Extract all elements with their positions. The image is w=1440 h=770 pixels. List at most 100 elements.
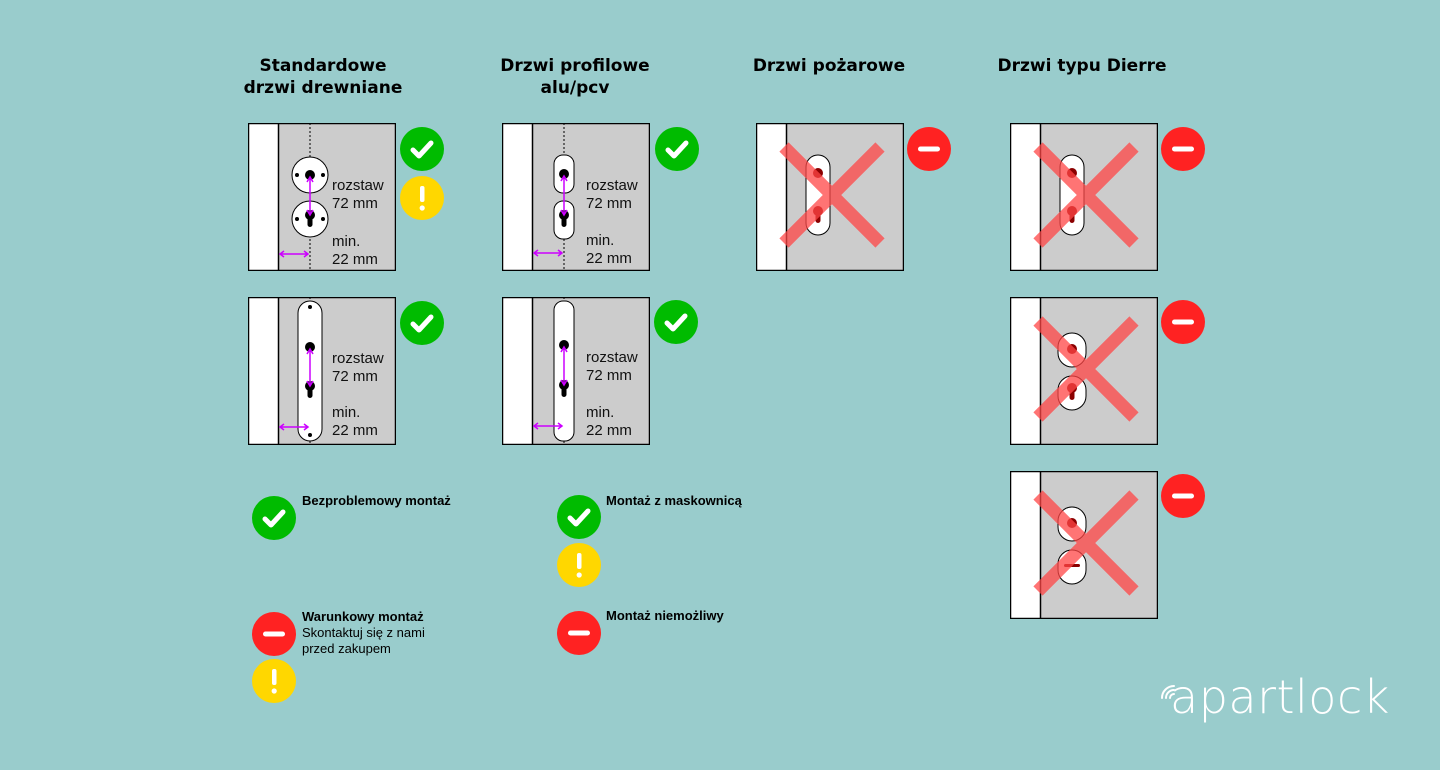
door-diagram-rosette: [248, 123, 396, 271]
legend-label: Warunkowy montaż: [302, 609, 424, 624]
t: min.: [586, 232, 615, 249]
spacing-arrow: [306, 347, 314, 388]
check-glyph: [664, 313, 688, 332]
t: 72 mm: [332, 368, 378, 385]
legend-ok: Bezproblemowy montaż: [302, 493, 451, 509]
title-line: Standardowe: [259, 56, 387, 76]
legend-label: Montaż niemożliwy: [606, 608, 724, 623]
check-glyph: [410, 140, 434, 159]
minus-glyph: [1172, 146, 1194, 152]
no-entry-icon: [1161, 474, 1205, 518]
minus-glyph: [918, 146, 940, 152]
exclamation-icon: [557, 543, 601, 587]
no-entry-icon: [907, 127, 951, 171]
backset-arrow: [278, 423, 310, 431]
min-label: min.22 mm: [332, 233, 378, 269]
t: rozstaw: [586, 349, 638, 366]
check-glyph: [567, 508, 591, 527]
title-line: drzwi drewniane: [243, 78, 403, 98]
door-frame: [248, 297, 280, 445]
checkmark-icon: [252, 496, 296, 540]
door-frame: [1010, 297, 1042, 445]
excl-glyph: [577, 553, 582, 569]
checkmark-icon: [557, 495, 601, 539]
legend-note: przed zakupem: [302, 641, 391, 656]
door-diagram-dierre3: [1010, 471, 1158, 619]
title-line: Drzwi typu Dierre: [997, 56, 1167, 76]
door-frame: [1010, 471, 1042, 619]
check-glyph: [262, 509, 286, 528]
legend-label: Montaż z maskownicą: [606, 493, 742, 508]
door-frame: [1010, 123, 1042, 271]
t: rozstaw: [586, 177, 638, 194]
exclamation-icon: [252, 659, 296, 703]
screw: [321, 173, 325, 177]
title-line: alu/pcv: [540, 78, 610, 98]
checkmark-icon: [654, 300, 698, 344]
t: 22 mm: [586, 422, 632, 439]
t: 22 mm: [332, 422, 378, 439]
door-frame: [502, 297, 534, 445]
screw: [295, 173, 299, 177]
excl-dot: [419, 205, 425, 211]
door-diagram-profile-small: [502, 123, 650, 271]
wifi-icon: [1161, 685, 1175, 699]
door-diagram-plate: [248, 297, 396, 445]
min-label: min.22 mm: [332, 404, 378, 440]
keyhole-icon: [561, 215, 567, 227]
check-glyph: [410, 314, 434, 333]
legend-cover: Montaż z maskownicą: [606, 493, 742, 509]
door-diagram-dierre1: [1010, 123, 1158, 271]
column-title-fire: Drzwi pożarowe: [719, 55, 939, 77]
backset-arrow: [532, 249, 564, 257]
check-glyph: [665, 140, 689, 159]
column-title-dierre: Drzwi typu Dierre: [972, 55, 1192, 77]
backset-arrow: [278, 250, 310, 258]
door-frame: [502, 123, 534, 271]
t: rozstaw: [332, 177, 384, 194]
t: 72 mm: [586, 195, 632, 212]
excl-dot: [576, 572, 582, 578]
brand-name: apartlock: [1170, 670, 1390, 724]
minus-glyph: [263, 631, 285, 637]
no-entry-icon: [1161, 300, 1205, 344]
door-diagram-dierre2: [1010, 297, 1158, 445]
t: 22 mm: [586, 250, 632, 267]
door-frame: [248, 123, 280, 271]
cross-mark-icon: [1033, 316, 1139, 422]
minus-glyph: [568, 630, 590, 636]
legend-impossible: Montaż niemożliwy: [606, 608, 724, 624]
t: min.: [586, 404, 615, 421]
min-label: min.22 mm: [586, 404, 632, 440]
keyhole-icon: [307, 215, 313, 227]
handle-spindle-icon: [559, 169, 569, 179]
legend-note: Skontaktuj się z nami: [302, 625, 425, 640]
spacing-arrow: [560, 345, 568, 387]
exclamation-icon: [400, 176, 444, 220]
cross-mark-icon: [779, 142, 885, 248]
t: 22 mm: [332, 251, 378, 268]
screw: [308, 433, 312, 437]
excl-glyph: [272, 669, 277, 685]
apartlock-logo: apartlock: [1160, 670, 1390, 724]
excl-dot: [271, 688, 277, 694]
t: min.: [332, 233, 361, 250]
t: rozstaw: [332, 350, 384, 367]
keyhole-icon: [307, 386, 313, 398]
door-frame: [756, 123, 788, 271]
screw: [295, 217, 299, 221]
no-entry-icon: [252, 612, 296, 656]
legend-label: Bezproblemowy montaż: [302, 493, 451, 508]
no-entry-icon: [557, 611, 601, 655]
t: 72 mm: [586, 367, 632, 384]
screw: [321, 217, 325, 221]
door-diagram-fire: [756, 123, 904, 271]
checkmark-icon: [400, 127, 444, 171]
spacing-arrow: [306, 175, 314, 217]
